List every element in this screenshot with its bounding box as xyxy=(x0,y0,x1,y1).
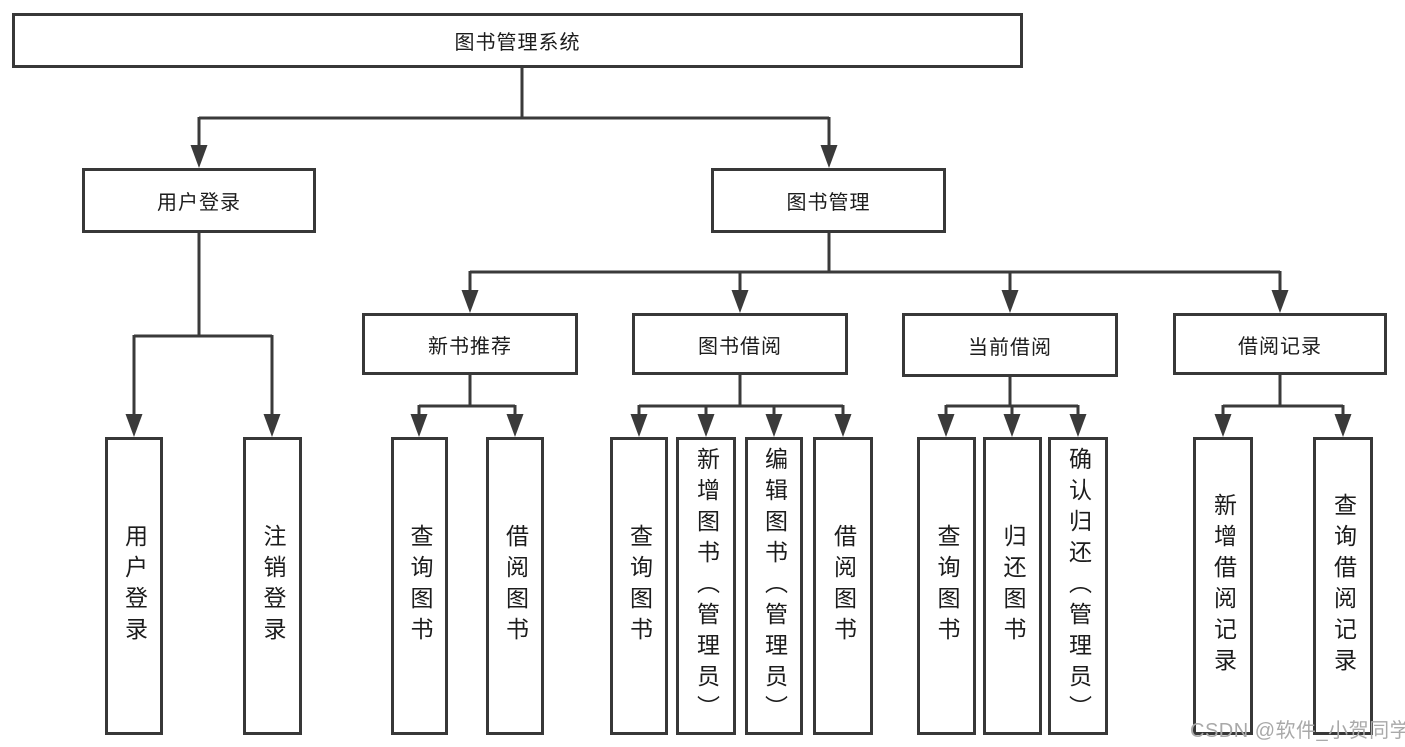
leaf-add-book-admin: 新增图书（管理员） xyxy=(676,437,736,735)
leaf-edit-book-admin: 编辑图书（管理员） xyxy=(745,437,803,735)
leaf-borrow-books-1: 借阅图书 xyxy=(486,437,544,735)
leaf-query-books-1: 查询图书 xyxy=(391,437,448,735)
node-library-system: 图书管理系统 xyxy=(12,13,1023,68)
watermark: CSDN @软件_小贺同学 xyxy=(1190,720,1405,742)
leaf-logout: 注销登录 xyxy=(243,437,302,735)
leaf-borrow-books-2: 借阅图书 xyxy=(813,437,873,735)
node-current-borrow: 当前借阅 xyxy=(902,313,1118,377)
leaf-query-borrow-record: 查询借阅记录 xyxy=(1313,437,1373,735)
node-user-login: 用户登录 xyxy=(82,168,316,233)
node-new-book-recommend: 新书推荐 xyxy=(362,313,578,375)
leaf-user-login: 用户登录 xyxy=(105,437,163,735)
node-book-management: 图书管理 xyxy=(711,168,946,233)
leaf-query-books-3: 查询图书 xyxy=(917,437,976,735)
leaf-confirm-return-admin: 确认归还（管理员） xyxy=(1048,437,1108,735)
node-book-borrow: 图书借阅 xyxy=(632,313,848,375)
leaf-query-books-2: 查询图书 xyxy=(610,437,668,735)
node-borrow-records: 借阅记录 xyxy=(1173,313,1387,375)
leaf-return-book: 归还图书 xyxy=(983,437,1042,735)
leaf-add-borrow-record: 新增借阅记录 xyxy=(1193,437,1253,735)
